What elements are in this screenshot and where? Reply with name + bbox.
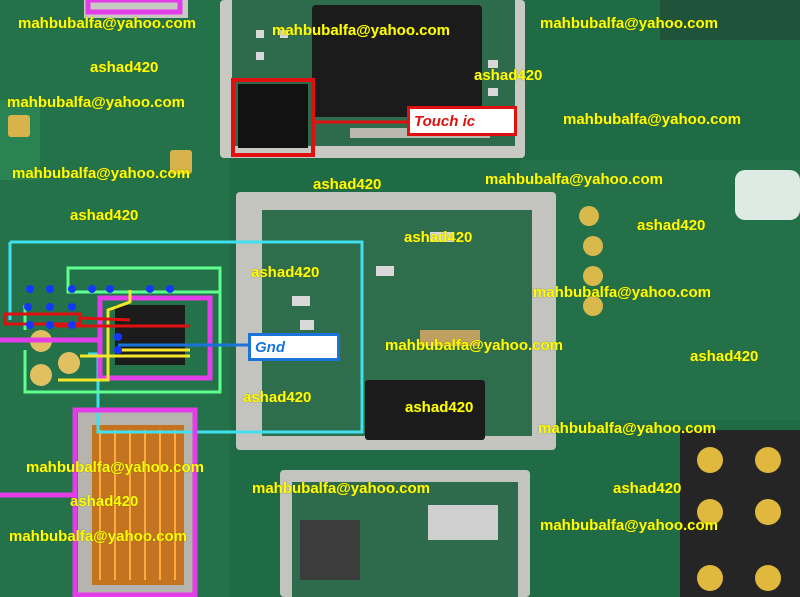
- watermark-email: mahbubalfa@yahoo.com: [252, 480, 430, 497]
- watermark-handle: ashad420: [690, 348, 759, 365]
- watermark-email: mahbubalfa@yahoo.com: [18, 15, 196, 32]
- watermark-handle: ashad420: [637, 217, 706, 234]
- bottom-right-connector: [680, 430, 800, 597]
- red-trace: [3, 312, 190, 328]
- gold-pads: [579, 206, 603, 316]
- watermark-handle: ashad420: [70, 207, 139, 224]
- watermark-handle: ashad420: [243, 389, 312, 406]
- gnd-label: Gnd: [248, 333, 340, 361]
- watermark-email: mahbubalfa@yahoo.com: [540, 517, 718, 534]
- watermark-handle: ashad420: [251, 264, 320, 281]
- watermark-handle: ashad420: [405, 399, 474, 416]
- touch-ic-box: [231, 78, 315, 157]
- watermark-handle: ashad420: [613, 480, 682, 497]
- watermark-email: mahbubalfa@yahoo.com: [12, 165, 190, 182]
- watermark-email: mahbubalfa@yahoo.com: [9, 528, 187, 545]
- watermark-handle: ashad420: [70, 493, 139, 510]
- watermark-email: mahbubalfa@yahoo.com: [533, 284, 711, 301]
- watermark-email: mahbubalfa@yahoo.com: [563, 111, 741, 128]
- middle-shield: [236, 192, 556, 450]
- magenta-trace: [0, 0, 213, 597]
- watermark-email: mahbubalfa@yahoo.com: [272, 22, 450, 39]
- touch-ic-label: Touch ic: [407, 106, 517, 136]
- watermark-email: mahbubalfa@yahoo.com: [538, 420, 716, 437]
- yellow-trace: [58, 290, 190, 382]
- watermark-handle: ashad420: [313, 176, 382, 193]
- watermark-email: mahbubalfa@yahoo.com: [26, 459, 204, 476]
- cyan-trace: [8, 240, 364, 434]
- watermark-email: mahbubalfa@yahoo.com: [385, 337, 563, 354]
- watermark-email: mahbubalfa@yahoo.com: [7, 94, 185, 111]
- watermark-email: mahbubalfa@yahoo.com: [485, 171, 663, 188]
- bottom-shield: [280, 470, 530, 597]
- watermark-handle: ashad420: [474, 67, 543, 84]
- watermark-handle: ashad420: [90, 59, 159, 76]
- test-point-dots: [24, 285, 174, 354]
- flex-connector: [78, 410, 196, 595]
- watermark-email: mahbubalfa@yahoo.com: [540, 15, 718, 32]
- watermark-handle: ashad420: [404, 229, 473, 246]
